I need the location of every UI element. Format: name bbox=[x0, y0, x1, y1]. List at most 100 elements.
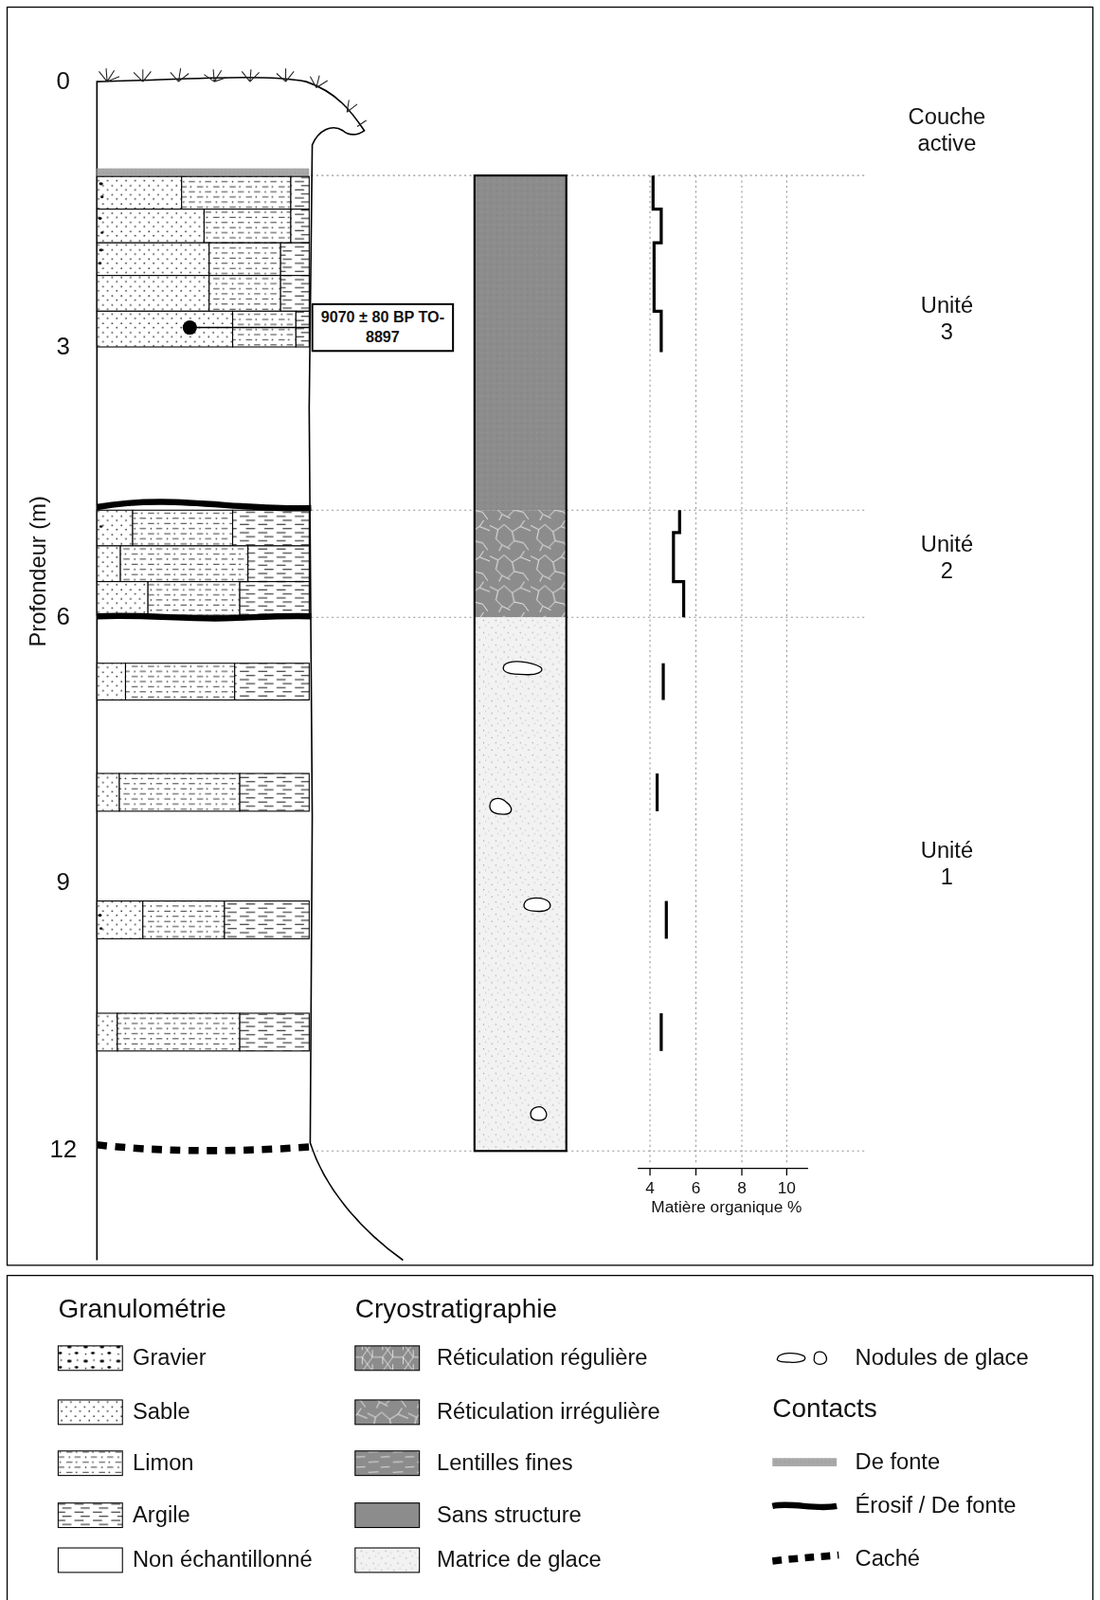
guide-lines-part bbox=[740, 175, 742, 1163]
legend-heading: Contacts bbox=[772, 1391, 878, 1425]
gravel-clasts-part bbox=[100, 195, 104, 199]
section-outline bbox=[96, 77, 403, 1261]
legend-heading: Granulométrie bbox=[57, 1292, 226, 1325]
depth-tick: 3 bbox=[56, 332, 71, 362]
depth-tick: 0 bbox=[56, 67, 71, 97]
guide-lines-part bbox=[310, 1150, 867, 1152]
legend-text: Argile bbox=[132, 1500, 191, 1528]
cryostratigraphy-column bbox=[474, 175, 567, 1151]
gravel-clasts-part bbox=[98, 913, 103, 917]
legend-swatch bbox=[355, 1345, 420, 1371]
figure-frame bbox=[7, 7, 1094, 1265]
hidden-line-sample bbox=[772, 1554, 839, 1561]
legend-swatch bbox=[355, 1502, 420, 1528]
legend-swatch bbox=[57, 1547, 123, 1572]
gravel-clasts-part bbox=[98, 181, 103, 185]
sediment-rows-part bbox=[96, 509, 133, 546]
organic-matter-curve bbox=[652, 175, 684, 1051]
erosive-line-sample bbox=[772, 1504, 837, 1507]
axis-title: Profondeur (m) bbox=[25, 495, 53, 647]
erosive-contact bbox=[96, 615, 311, 619]
legend-swatch bbox=[57, 1502, 123, 1528]
sediment-rows-part bbox=[96, 176, 181, 209]
sediment-rows-part bbox=[248, 545, 310, 582]
legend-text: Non échantillonné bbox=[132, 1546, 313, 1573]
sediment-rows-part bbox=[224, 901, 309, 939]
gravel-clasts-part bbox=[98, 248, 103, 252]
legend-sample bbox=[57, 1345, 123, 1371]
layer-label: Couche active bbox=[900, 103, 994, 158]
organic-matter-curve-part bbox=[673, 509, 685, 617]
legend-frame bbox=[7, 1275, 1094, 1600]
legend-swatch bbox=[57, 1399, 123, 1425]
legend-swatch bbox=[355, 1547, 420, 1572]
vegetation bbox=[98, 68, 366, 127]
erosive-contact bbox=[96, 501, 311, 508]
legend-text: Caché bbox=[855, 1545, 920, 1572]
legend-sample bbox=[772, 1457, 837, 1466]
legend-text: Sans structure bbox=[436, 1500, 582, 1528]
cryostratigraphy-column-part-part bbox=[523, 897, 551, 911]
organic-matter-axis bbox=[637, 1168, 809, 1176]
guide-lines-part bbox=[695, 175, 697, 1163]
depth-tick: 6 bbox=[56, 602, 71, 632]
cryostratigraphy-column-part bbox=[474, 175, 567, 510]
legend-sample bbox=[776, 1351, 827, 1364]
cryostratigraphy-column-part bbox=[474, 616, 567, 1151]
nodule-symbol bbox=[776, 1351, 827, 1364]
depth-tick: 12 bbox=[49, 1135, 77, 1165]
axis-tick: 8 bbox=[737, 1177, 747, 1198]
unit-label: Unité 3 bbox=[914, 292, 980, 347]
sediment-rows-part bbox=[96, 1012, 118, 1051]
guide-lines-part bbox=[649, 175, 651, 1163]
cryostratigraphy-column-part-part bbox=[530, 1106, 547, 1120]
guide-lines-part bbox=[310, 616, 867, 618]
sediment-rows-part bbox=[96, 545, 121, 582]
legend-text: Nodules de glace bbox=[855, 1344, 1029, 1371]
sediment-rows-part bbox=[203, 209, 291, 244]
sediment-rows-part bbox=[239, 773, 309, 812]
cryostratigraphy-column-part bbox=[474, 175, 567, 1151]
legend-sample bbox=[355, 1502, 420, 1528]
sediment-rows-part bbox=[125, 663, 235, 701]
date-callout: 9070 ± 80 BP TO-8897 bbox=[310, 303, 454, 352]
guide-lines bbox=[310, 175, 867, 1163]
cryostratigraphy-column-part bbox=[474, 509, 567, 617]
legend-swatch bbox=[57, 1450, 123, 1476]
melt-line-sample bbox=[772, 1457, 837, 1466]
legend-text: Réticulation régulière bbox=[436, 1344, 649, 1371]
legend-sample bbox=[355, 1547, 420, 1572]
organic-matter-axis-part bbox=[695, 1168, 697, 1176]
legend-text: Lentilles fines bbox=[436, 1448, 574, 1476]
sediment-rows-part bbox=[119, 773, 240, 812]
sediment-rows-part bbox=[96, 901, 143, 939]
axis-title: Matière organique % bbox=[650, 1196, 802, 1217]
gravel-clasts-part bbox=[100, 231, 104, 235]
organic-matter-axis-part bbox=[637, 1167, 809, 1169]
sediment-rows-part bbox=[295, 310, 309, 347]
cryostratigraphy-column-part bbox=[489, 661, 551, 1120]
sediment-rows-part bbox=[290, 176, 309, 209]
legend-sample bbox=[57, 1399, 123, 1425]
unit-label: Unité 2 bbox=[914, 530, 980, 585]
cryostratigraphy-column-part-part bbox=[489, 797, 512, 814]
organic-matter-curve-part bbox=[652, 175, 662, 352]
sediment-rows-part bbox=[96, 209, 204, 244]
sediment-rows-part bbox=[96, 581, 148, 616]
organic-matter-curve-part bbox=[655, 773, 659, 812]
legend-text: Sable bbox=[132, 1398, 191, 1425]
axis-tick: 6 bbox=[691, 1177, 702, 1198]
legend-swatch bbox=[355, 1450, 420, 1476]
gravel-clasts-part bbox=[98, 261, 102, 265]
sediment-rows-part bbox=[209, 275, 281, 312]
gravel-clasts bbox=[98, 181, 105, 930]
guide-lines-part bbox=[310, 509, 867, 511]
axis-tick: 10 bbox=[777, 1177, 796, 1198]
legend-text: Limon bbox=[132, 1448, 195, 1476]
legend-heading: Cryostratigraphie bbox=[355, 1292, 558, 1325]
legend-sample bbox=[772, 1504, 837, 1507]
date-text: 9070 ± 80 BP TO-8897 bbox=[317, 307, 449, 346]
sediment-rows-part bbox=[96, 275, 209, 312]
legend-sample bbox=[57, 1547, 123, 1572]
sediment-rows-part bbox=[239, 581, 309, 616]
